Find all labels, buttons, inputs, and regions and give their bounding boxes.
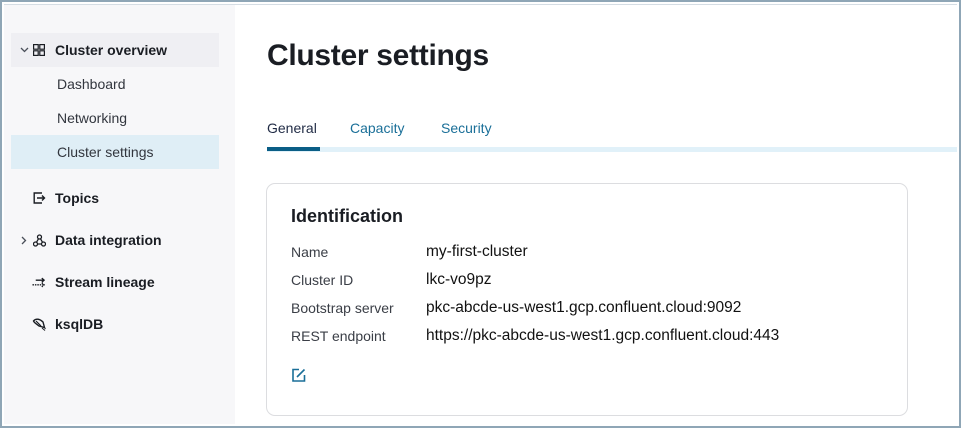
field-label: Name xyxy=(291,244,329,260)
edit-button[interactable] xyxy=(292,368,308,384)
sidebar: Cluster overview Dashboard Networking Cl… xyxy=(4,5,235,424)
row-rest-endpoint: REST endpoint https://pkc-abcde-us-west1… xyxy=(291,326,779,346)
main-content: Cluster settings General Capacity Securi… xyxy=(235,5,957,424)
tab-bar: General Capacity Security xyxy=(267,120,957,152)
field-value: pkc-abcde-us-west1.gcp.confluent.cloud:9… xyxy=(426,299,742,316)
tab-track xyxy=(267,147,957,152)
row-name: Name my-first-cluster xyxy=(291,242,528,262)
sidebar-item-label: Cluster settings xyxy=(57,144,154,160)
edit-icon xyxy=(292,368,306,382)
sidebar-item-dashboard[interactable]: Dashboard xyxy=(11,67,219,101)
sidebar-item-label: Cluster overview xyxy=(55,42,168,58)
field-value: https://pkc-abcde-us-west1.gcp.confluent… xyxy=(426,327,780,344)
row-bootstrap-server: Bootstrap server pkc-abcde-us-west1.gcp.… xyxy=(291,298,741,318)
topics-icon xyxy=(32,191,46,205)
field-value: lkc-vo9pz xyxy=(426,271,492,288)
card-title: Identification xyxy=(291,206,403,226)
sidebar-item-label: Dashboard xyxy=(57,76,126,92)
stream-lineage-icon xyxy=(32,275,46,289)
tab-general[interactable]: General xyxy=(267,120,317,136)
sidebar-item-stream-lineage[interactable]: Stream lineage xyxy=(11,261,219,303)
sidebar-item-label: Networking xyxy=(57,110,128,126)
sidebar-item-topics[interactable]: Topics xyxy=(11,177,219,219)
field-label: Cluster ID xyxy=(291,272,354,288)
tab-capacity[interactable]: Capacity xyxy=(350,120,405,136)
sidebar-item-ksqldb[interactable]: ksqlDB xyxy=(11,303,219,345)
sidebar-item-cluster-overview[interactable]: Cluster overview xyxy=(11,33,219,67)
sidebar-item-label: Stream lineage xyxy=(55,274,155,290)
tab-active-indicator xyxy=(267,147,320,151)
integration-icon xyxy=(32,233,46,247)
field-value: my-first-cluster xyxy=(426,243,528,260)
field-label: REST endpoint xyxy=(291,328,386,344)
sidebar-item-label: Topics xyxy=(55,190,100,206)
sidebar-item-networking[interactable]: Networking xyxy=(11,101,219,135)
row-cluster-id: Cluster ID lkc-vo9pz xyxy=(291,270,491,290)
ksqldb-icon xyxy=(32,317,46,331)
field-label: Bootstrap server xyxy=(291,300,394,316)
sidebar-item-label: Data integration xyxy=(55,232,162,248)
sidebar-item-data-integration[interactable]: Data integration xyxy=(11,219,219,261)
sidebar-item-cluster-settings[interactable]: Cluster settings xyxy=(11,135,219,169)
grid-icon xyxy=(32,43,46,57)
sidebar-item-label: ksqlDB xyxy=(55,316,104,332)
chevron-right-icon[interactable] xyxy=(19,235,29,245)
page-title: Cluster settings xyxy=(267,39,489,72)
tab-security[interactable]: Security xyxy=(441,120,492,136)
identification-card: Identification Name my-first-cluster Clu… xyxy=(266,183,908,416)
chevron-down-icon[interactable] xyxy=(19,45,29,55)
